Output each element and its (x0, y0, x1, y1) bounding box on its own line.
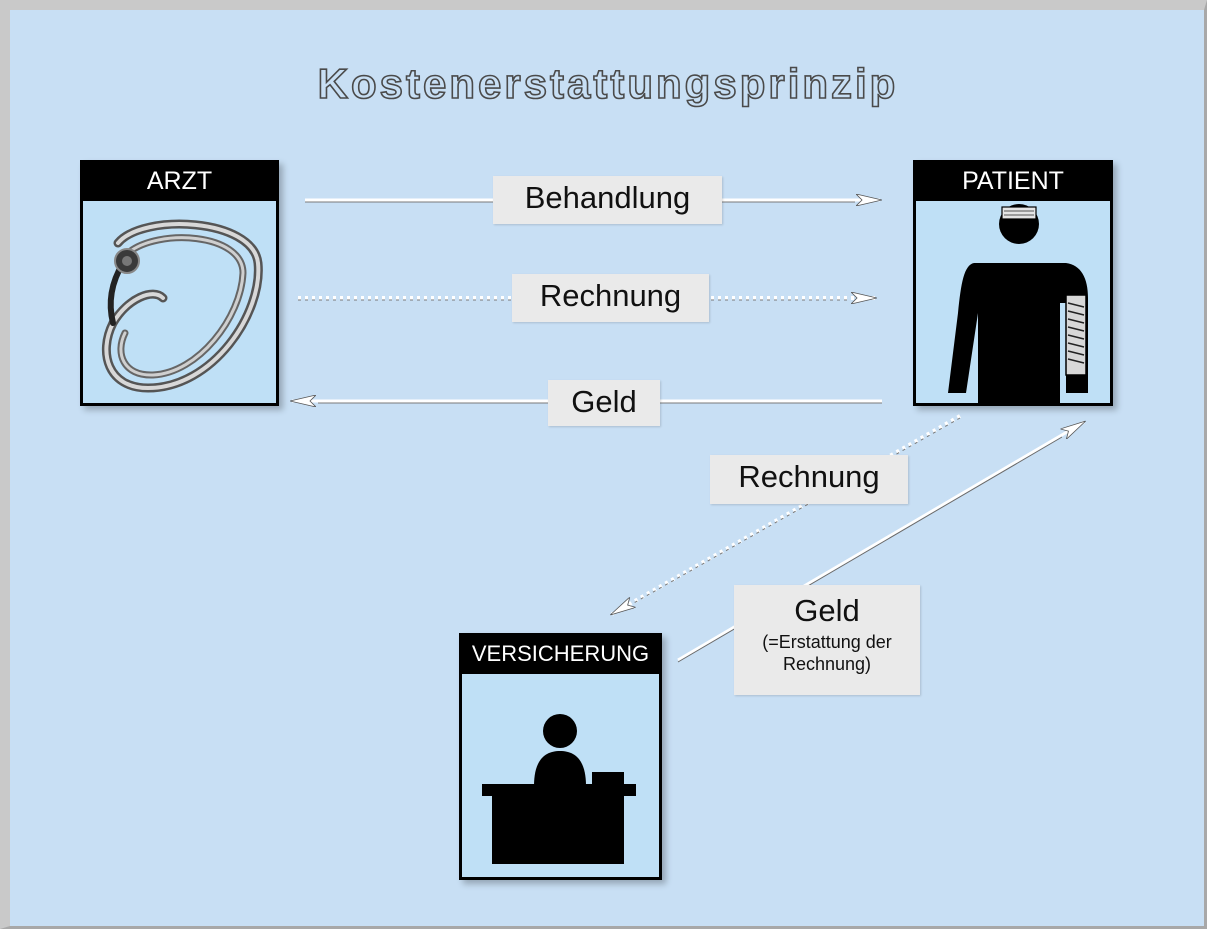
node-versicherung: VERSICHERUNG (459, 633, 662, 880)
label-geld-erstattung-sub1: (=Erstattung der (762, 632, 892, 652)
label-geld-erstattung-sub2: Rechnung) (782, 654, 872, 674)
label-rechnung-diagonal-text: Rechnung (738, 459, 880, 494)
label-geld-back: Geld (548, 380, 660, 426)
label-geld-erstattung-title: Geld (794, 593, 860, 628)
node-arzt-header: ARZT (83, 163, 276, 201)
injured-patient-icon (916, 203, 1110, 403)
label-behandlung: Behandlung (493, 176, 722, 224)
label-rechnung-top: Rechnung (512, 274, 709, 322)
person-at-desk-icon (462, 676, 659, 877)
title-layer: Kostenerstattungsprinzip (317, 59, 899, 108)
stethoscope-icon (83, 203, 276, 403)
node-patient-header: PATIENT (916, 163, 1110, 201)
label-geld-back-text: Geld (571, 384, 637, 419)
diagram-title: Kostenerstattungsprinzip (318, 60, 899, 107)
label-geld-erstattung: Geld (=Erstattung der Rechnung) (734, 585, 920, 695)
label-rechnung-top-text: Rechnung (539, 278, 682, 313)
node-arzt: ARZT (80, 160, 279, 406)
label-rechnung-diagonal: Rechnung (710, 455, 908, 504)
label-behandlung-text: Behandlung (524, 180, 691, 215)
node-versicherung-header: VERSICHERUNG (462, 636, 659, 674)
node-patient: PATIENT (913, 160, 1113, 406)
